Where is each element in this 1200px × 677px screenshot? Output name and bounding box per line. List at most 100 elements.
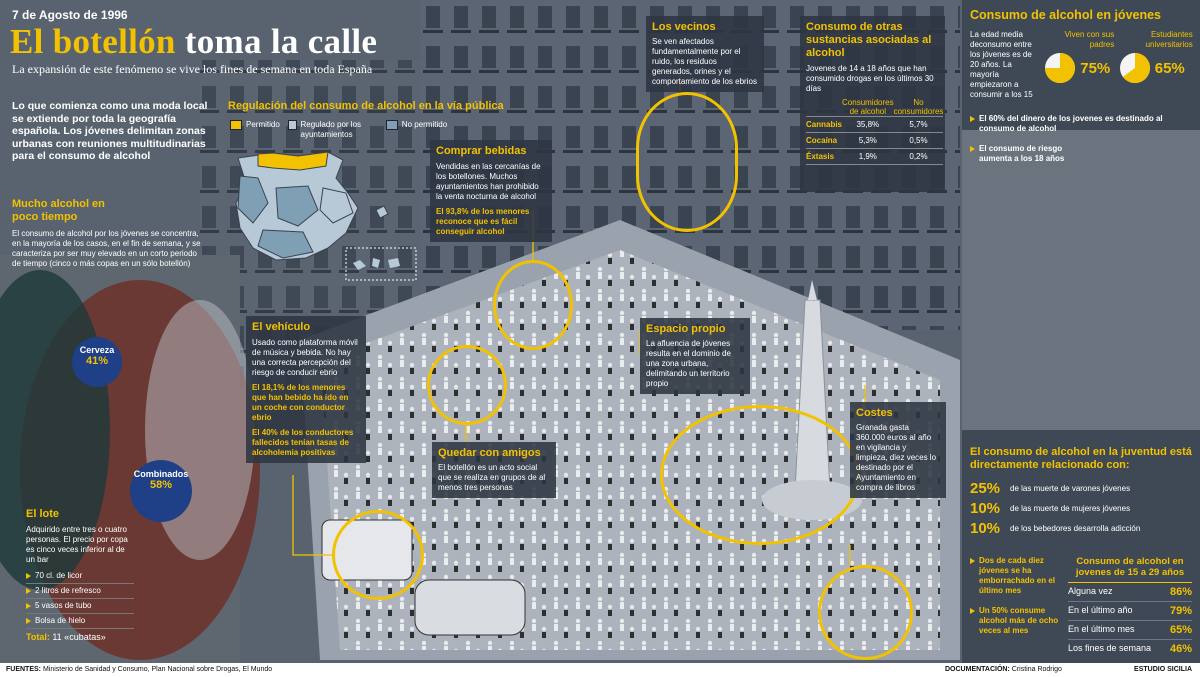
page-title: El botellón toma la calle	[10, 22, 377, 62]
jovenes-bullet-2: El consumo de riesgo aumenta a los 18 añ…	[979, 144, 1065, 163]
emborrachado-bullet-1: Dos de cada diez jóvenes se ha emborrach…	[979, 556, 1056, 595]
costes-title: Costes	[856, 407, 893, 419]
mucho-alcohol-section: Mucho alcohol en poco tiempo El consumo …	[12, 198, 202, 269]
pie1-label: Viven con sus padres	[1064, 30, 1115, 49]
jovenes-bullet-1: El 60% del dinero de los jovenes es dest…	[979, 114, 1163, 133]
vecinos-body: Se ven afectados fundamentalmente por el…	[652, 37, 757, 86]
ring-vehiculo	[332, 510, 424, 600]
juventud-pct: 25%	[970, 480, 1001, 497]
juventud-text: de los bebedores desarrolla adicción	[1010, 523, 1141, 533]
otras-col1: Consumidores de alcohol	[842, 98, 894, 116]
juventud-section: El consumo de alcohol en la juventud est…	[970, 446, 1195, 537]
consumo15-row: Los fines de semana 46%	[1068, 640, 1192, 658]
consumo15-label: Alguna vez	[1068, 586, 1113, 596]
otras-row-b: 5,7%	[909, 120, 928, 129]
comprar-body: Vendidas en las cercanías de los botello…	[436, 162, 541, 201]
footer-doc: Cristina Rodrigo	[1011, 666, 1062, 673]
otras-row-name: Cannabis	[806, 120, 843, 129]
juventud-title: El consumo de alcohol en la juventud est…	[970, 446, 1192, 471]
lote-item: 5 vasos de tubo	[35, 601, 92, 610]
ring-comprar	[493, 260, 573, 350]
lote-item: 70 cl. de licor	[35, 571, 83, 580]
consumo15-label: En el último año	[1068, 605, 1133, 615]
espacio-title: Espacio propio	[646, 323, 726, 335]
lote-item: Bolsa de hielo	[35, 616, 86, 625]
lote-items: 70 cl. de licor 2 litros de refresco 5 v…	[26, 569, 134, 629]
juventud-pct: 10%	[970, 520, 1001, 537]
regulacion-legend: Permitido Regulado por los ayuntamientos…	[230, 120, 470, 140]
vehiculo-title: El vehículo	[252, 321, 311, 333]
espacio-body: La afluencia de jóvenes resulta en el do…	[646, 339, 731, 388]
mucho-alcohol-body: El consumo de alcohol por los jóvenes se…	[12, 229, 201, 268]
lote-item: 2 litros de refresco	[35, 586, 101, 595]
intro-text: Lo que comienza como una moda local se e…	[12, 100, 208, 162]
pie2-pct: 65%	[1154, 59, 1185, 77]
consumo15-section: Consumo de alcohol en jovenes de 15 a 29…	[1068, 556, 1192, 658]
costes-body: Granada gasta 360.000 euros al año en vi…	[856, 423, 937, 492]
otras-row-b: 0,2%	[909, 152, 928, 161]
lote-section: El lote Adquirido entre tres o cuatro pe…	[26, 508, 134, 642]
ring-vecinos	[636, 92, 738, 232]
jovenes-title: Consumo de alcohol en jóvenes	[970, 8, 1162, 22]
pie-slice	[1045, 53, 1076, 83]
otras-row-a: 35,8%	[856, 120, 880, 129]
footer: FUENTES: Ministerio de Sanidad y Consumo…	[0, 663, 1200, 677]
pie-estudiantes-universitarios	[1119, 53, 1150, 83]
page-subtitle: La expansión de este fenómeno se vive lo…	[12, 62, 373, 76]
juventud-text: de las muerte de mujeres jóvenes	[1010, 503, 1131, 513]
pie-viven-con-padres	[1045, 53, 1076, 83]
pie1-pct: 75%	[1080, 59, 1111, 77]
consumo15-label: Los fines de semana	[1068, 643, 1152, 653]
otras-row-name: Éxtasis	[806, 152, 835, 161]
spain-map	[235, 151, 417, 281]
ring-costes-small	[818, 565, 913, 660]
lote-title: El lote	[26, 508, 60, 520]
jovenes-section: Consumo de alcohol en jóvenes La edad me…	[970, 8, 1195, 164]
vehiculo-highlight-1: El 18,1% de los menores que han bebido h…	[252, 383, 349, 422]
espacio-panel: Espacio propio La afluencia de jóvenes r…	[640, 318, 750, 394]
footer-fuentes-label: FUENTES:	[6, 666, 41, 673]
legend-label: Permitido	[246, 120, 280, 129]
otras-title: Consumo de otras sustancias asociadas al…	[806, 21, 932, 59]
cerveza-pct: 41%	[85, 355, 109, 367]
otras-table: Consumidores de alcohol No consumidores …	[806, 98, 943, 165]
cerveza-badge: Cerveza 41%	[72, 337, 122, 387]
footer-fuentes: Ministerio de Sanidad y Consumo, Plan Na…	[42, 666, 273, 673]
quedar-title: Quedar con amigos	[438, 447, 541, 459]
juventud-text: de las muerte de varones jóvenes	[1010, 483, 1131, 493]
emborrachado-bullet-2: Un 50% consume alcohol más de ocho veces…	[979, 606, 1059, 635]
comprar-highlight: El 93,8% de los menores reconoce que es …	[436, 207, 530, 236]
vehiculo-highlight-2: El 40% de los conductores fallecidos ten…	[252, 428, 354, 457]
comprar-title: Comprar bebidas	[436, 145, 527, 157]
otras-panel: Consumo de otras sustancias asociadas al…	[800, 16, 945, 192]
jovenes-body: La edad media deconsumo entre los jóvene…	[970, 30, 1033, 99]
consumo15-pct: 46%	[1169, 643, 1192, 655]
mucho-alcohol-title: Mucho alcohol en poco tiempo	[12, 198, 105, 223]
pie-slice	[1122, 53, 1150, 83]
otras-col2: No consumidores	[893, 98, 944, 116]
legend-swatch-permitido	[230, 120, 242, 130]
otras-row-b: 0,5%	[909, 136, 928, 145]
otras-row-a: 5,3%	[858, 136, 877, 145]
footer-studio: ESTUDIO SICILIA	[1134, 666, 1192, 673]
legend-label: No permitido	[401, 120, 448, 129]
pie2-label: Estudiantes universitarios	[1145, 30, 1193, 49]
date-label: 7 de Agosto de 1996	[12, 8, 128, 22]
consumo15-pct: 79%	[1169, 605, 1192, 617]
vehiculo-body: Usado como plataforma móvil de música y …	[252, 338, 358, 377]
comprar-panel: Comprar bebidas Vendidas en las cercanía…	[430, 140, 552, 242]
consumo15-pct: 65%	[1169, 624, 1192, 636]
footer-doc-label: DOCUMENTACIÓN:	[945, 666, 1010, 673]
legend-swatch-regulado	[287, 120, 297, 130]
combinados-pct: 58%	[149, 479, 173, 491]
title-yellow: El botellón	[10, 22, 176, 61]
title-white: toma la calle	[184, 22, 378, 61]
vehiculo-panel: El vehículo Usado como plataforma móvil …	[246, 316, 366, 463]
regulacion-title: Regulación del consumo de alcohol en la …	[228, 100, 504, 112]
otras-row-name: Cocaína	[806, 136, 838, 145]
lote-body: Adquirido entre tres o cuatro personas. …	[26, 525, 128, 564]
costes-panel: Costes Granada gasta 360.000 euros al añ…	[850, 402, 946, 498]
consumo15-title: Consumo de alcohol en jovenes de 15 a 29…	[1068, 556, 1192, 583]
